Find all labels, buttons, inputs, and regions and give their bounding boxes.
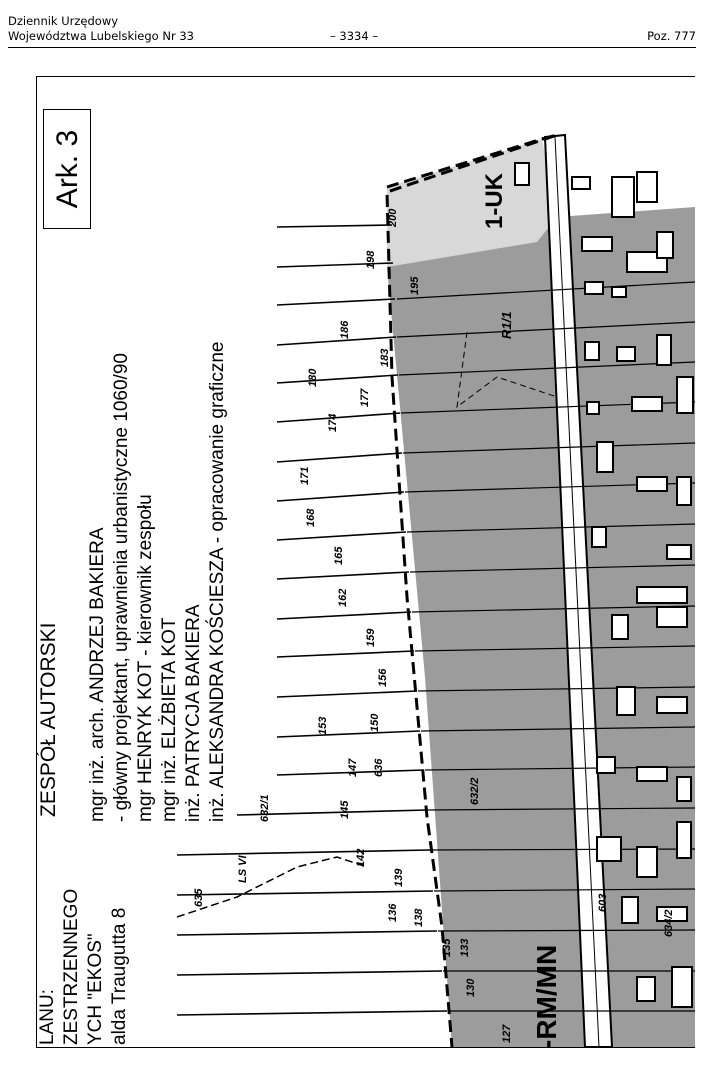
plot-number: 180 [307, 368, 319, 387]
plot-number: 139 [393, 868, 405, 887]
journal-issue: Województwa Lubelskiego Nr 33 [8, 29, 194, 43]
plot-number: 183 [379, 348, 391, 367]
sheet-label: Ark. 3 [43, 109, 91, 229]
plot-number: 168 [305, 508, 317, 527]
plot-number: 177 [359, 388, 371, 407]
plot-number: 156 [377, 668, 389, 687]
plot-number: 634/2 [663, 909, 675, 937]
plan-boundary [385, 133, 558, 1047]
author-line-3: mgr HENRYK KOT - kierownik zespołu [135, 494, 156, 822]
author-line-1: mgr inż. arch. ANDRZEJ BAKIERA [87, 527, 108, 822]
author-line-5: inż. PATRYCJA BAKIERA [183, 604, 204, 822]
page-header: Dziennik Urzędowy Województwa Lubelskieg… [8, 14, 696, 50]
plot-number: 147 [347, 758, 359, 777]
plot-number: 159 [365, 628, 377, 647]
author-line-4: mgr inż. ELŻBIETA KOT [159, 617, 180, 822]
plan-title-line-1: LANU: [37, 989, 58, 1045]
forest-boundary [176, 856, 368, 918]
author-line-2: - główny projektant, uprawnienia urbanis… [111, 353, 132, 822]
road-strip [543, 133, 614, 1047]
plot-number: 133 [459, 938, 471, 957]
plot-number: 153 [317, 716, 329, 735]
road-centerline [554, 136, 600, 1047]
plot-number: 200 [387, 208, 399, 227]
plot-number: 162 [337, 588, 349, 607]
page-number: – 3334 – [330, 29, 379, 43]
plot-number: 174 [327, 413, 339, 432]
parcel-lines-zone [396, 281, 695, 1012]
plot-number: 145 [339, 800, 351, 819]
plot-number: 127 [501, 1024, 513, 1043]
zone-label-rmmn: -RM/MN [531, 944, 562, 1048]
parcel-lines [176, 224, 448, 1016]
plot-number: 142 [355, 848, 367, 867]
zone-rmmn-area [387, 207, 695, 1047]
plot-number: 150 [369, 713, 381, 732]
plot-number: 195 [409, 276, 421, 295]
plan-title-line-2: ZESTRZENNEGO [61, 888, 82, 1045]
plot-number: 632/1 [259, 794, 271, 822]
plan-map [176, 133, 695, 1047]
plot-number: 198 [365, 250, 377, 269]
journal-name: Dziennik Urzędowy [8, 14, 119, 28]
inner-boundary [456, 331, 558, 409]
plot-number: 186 [339, 320, 351, 339]
plot-number: 135 [441, 938, 453, 957]
zone-label-r1: R1/1 [499, 311, 514, 339]
plot-number: 635 [193, 888, 205, 907]
plot-number: LS VI [237, 855, 249, 883]
plot-number: 138 [413, 908, 425, 927]
plot-number: 165 [333, 546, 345, 565]
plot-number: 136 [387, 903, 399, 922]
plot-number: 130 [465, 978, 477, 997]
plan-title-line-3: YCH "EKOS" [85, 933, 106, 1045]
plot-number: 636 [373, 758, 385, 777]
map-frame: Ark. 3 ZESPÓŁ AUTORSKI mgr inż. arch. AN… [36, 76, 695, 1048]
plot-number: 603 [597, 893, 609, 912]
plot-number: 632/2 [469, 777, 481, 805]
author-line-6: inż. ALEKSANDRA KOŚCIESZA - opracowanie … [207, 341, 228, 823]
header-rule [8, 47, 696, 48]
buildings [514, 162, 694, 1008]
plan-title-line-4: alda Traugutta 8 [109, 907, 130, 1045]
authors-title: ZESPÓŁ AUTORSKI [37, 622, 60, 817]
plot-number: 171 [299, 466, 311, 485]
position-number: Poz. 777 [647, 29, 696, 43]
zone-label-uk: 1-UK [481, 172, 508, 229]
